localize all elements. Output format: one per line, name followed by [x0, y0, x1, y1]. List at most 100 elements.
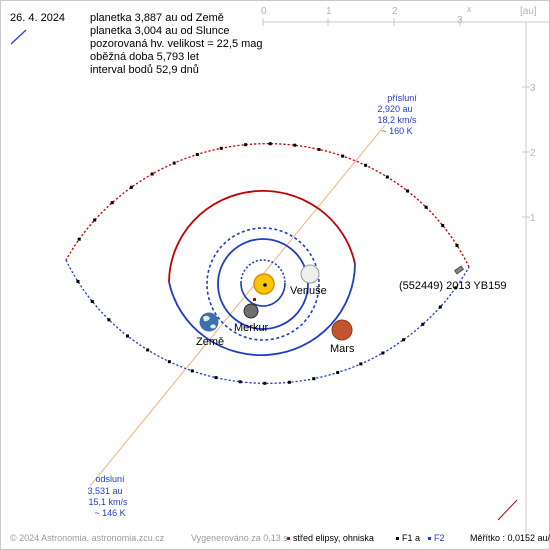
mercury-orbit-above	[240, 259, 286, 284]
mars-orbit	[168, 189, 356, 357]
orbit-point	[263, 381, 267, 385]
perihelion-time: ~ 160 K	[381, 126, 412, 136]
y-tick-label-1: 1	[530, 213, 536, 224]
orbit-point	[454, 286, 458, 290]
apsis-line	[89, 124, 386, 487]
orbit-point	[385, 175, 389, 179]
sun-focus-marker	[263, 283, 267, 287]
orbit-point	[77, 237, 81, 241]
x-tick-label-3: 3	[457, 15, 463, 26]
earth-orbit	[206, 227, 320, 341]
x-tick-label-0: 0	[261, 6, 267, 17]
orbit-point	[336, 371, 340, 374]
venus-icon	[300, 264, 320, 284]
axis-unit: [au]	[520, 6, 537, 17]
orbit-point	[107, 318, 111, 322]
orbit-point	[219, 146, 223, 150]
orbit-point	[167, 360, 171, 364]
orbit-point	[214, 376, 218, 380]
orbit-point	[364, 163, 368, 167]
orbit-point	[359, 362, 363, 366]
scale-marker	[10, 29, 27, 45]
orbit-point	[76, 280, 80, 283]
footer-legend-f2: F2	[434, 533, 445, 543]
info-magnitude: pozorovaná hv. velikost = 22,5 mag	[90, 38, 263, 50]
earth-label: Země	[196, 336, 224, 348]
orbit-point	[438, 305, 442, 309]
aphelion-speed: 15,1 km/s	[88, 497, 128, 507]
orbit-point	[150, 172, 154, 176]
y-tick-label-2: 2	[530, 148, 536, 159]
footer-copyright: © 2024 Astronomia, astronomia.zcu.cz	[10, 533, 165, 543]
legend-center-text: střed elipsy, ohniska	[293, 533, 374, 543]
info-orbital-period: oběžná doba 5,793 let	[90, 51, 199, 63]
orbit-point	[146, 348, 150, 352]
legend-f1-marker	[396, 537, 399, 540]
orbit-point	[172, 161, 176, 165]
mars-orbit-above	[168, 189, 356, 283]
info-earth-distance: planetka 3,887 au od Země	[90, 12, 224, 24]
orbit-point	[195, 153, 199, 156]
orbit-point	[93, 218, 97, 222]
aphelion-title: odsluní	[95, 474, 125, 484]
orbit-point	[126, 334, 129, 338]
x-tick-label-1: 1	[326, 6, 332, 17]
orbit-point	[238, 380, 242, 384]
mercury-label: Merkur	[234, 322, 269, 334]
orbit-point	[129, 185, 133, 189]
orbit-point	[190, 369, 194, 373]
orbit-point	[90, 300, 94, 303]
perihelion-distance: 2,920 au	[377, 104, 412, 114]
orbit-point	[455, 244, 459, 247]
observation-date: 26. 4. 2024	[10, 12, 66, 24]
perihelion-title: přísluní	[387, 93, 417, 103]
orbit-point	[441, 224, 445, 227]
mercury-orbit-below	[240, 282, 286, 307]
y-tick-label-3: 3	[530, 83, 536, 94]
coordinate-axes	[262, 18, 550, 540]
mercury-icon	[243, 303, 259, 319]
orbit-point	[381, 351, 385, 355]
mars-orbit-below	[168, 263, 356, 357]
aphelion-distance: 3,531 au	[87, 486, 122, 496]
asteroid-orbit	[65, 143, 470, 384]
orbit-point	[406, 189, 409, 193]
orbit-point	[341, 154, 345, 158]
x-tick-label-2: 2	[392, 6, 398, 17]
venus-orbit	[217, 238, 309, 330]
legend-center-marker	[287, 537, 290, 540]
orbit-point	[110, 201, 114, 205]
asteroid-orbit-points	[76, 142, 459, 385]
x-axis-label: x	[467, 4, 472, 14]
orbit-point	[402, 338, 406, 342]
mars-icon	[331, 319, 353, 341]
legend-f1-text: F1 a	[402, 533, 421, 543]
orbit-point	[424, 205, 428, 209]
orbit-point	[421, 322, 425, 326]
legend-f2-marker	[428, 537, 431, 540]
footer-legend-center: střed elipsy, ohniska	[293, 533, 374, 543]
footer-legend-f1: F1 a	[402, 533, 420, 543]
orbit-point	[244, 143, 248, 147]
footer-generated: Vygenerováno za 0,13 s	[191, 533, 288, 543]
orbit-point	[312, 377, 316, 381]
info-sun-distance: planetka 3,004 au od Slunce	[90, 25, 230, 37]
legend-f2-text: F2	[434, 533, 445, 543]
info-point-interval: interval bodů 52,9 dnů	[90, 64, 199, 76]
asteroid-orbit-above	[65, 143, 470, 268]
ellipse-center-marker	[253, 298, 256, 301]
scale-text: Měřítko : 0,0152 au/bod	[470, 533, 550, 543]
mars-label: Mars	[330, 343, 355, 355]
direction-marker	[497, 499, 518, 521]
venus-label: Venuše	[290, 285, 327, 297]
asteroid-marker-icon	[454, 265, 464, 275]
orbit-point	[293, 143, 297, 147]
asteroid-info: planetka 3,887 au od Země planetka 3,004…	[90, 12, 263, 77]
orbit-point	[287, 380, 291, 384]
mercury-orbit	[240, 259, 286, 307]
earth-clouds	[203, 315, 216, 329]
earth-icon	[199, 312, 219, 332]
orbit-point	[268, 142, 272, 146]
